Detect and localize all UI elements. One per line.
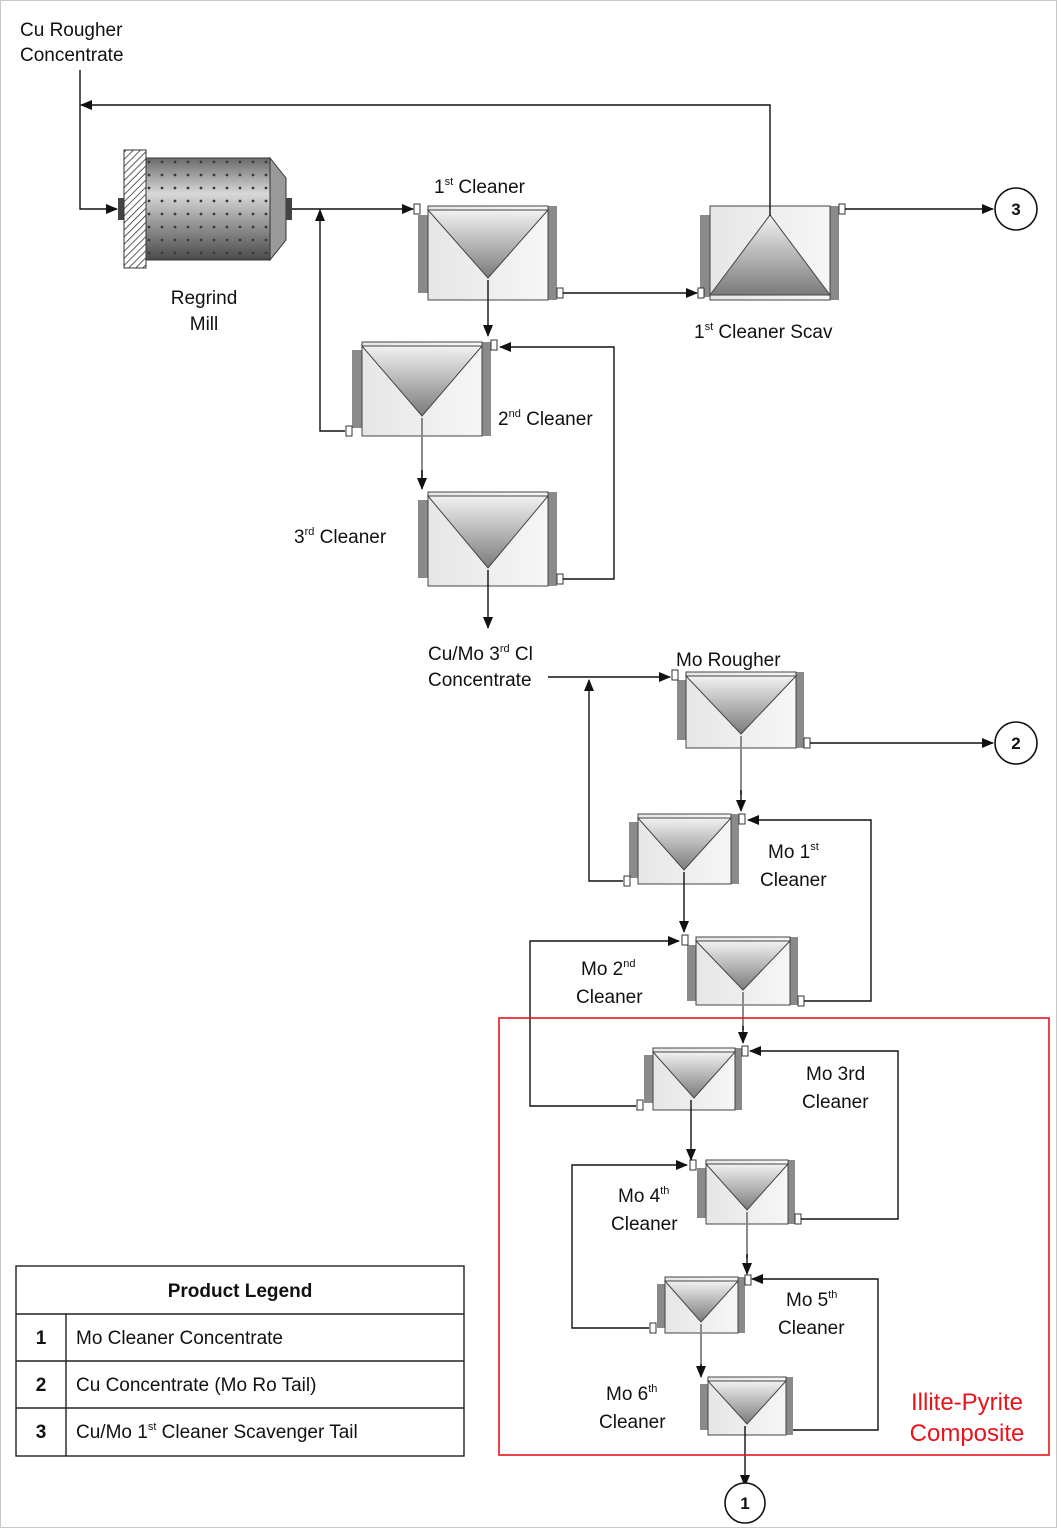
mo-cleaner-3-cell <box>636 1045 749 1111</box>
legend-row-1-num: 1 <box>36 1328 47 1349</box>
mo-cleaner-1-label-line1: Mo 1st <box>768 841 819 863</box>
flow-lines <box>79 70 994 1487</box>
cleaner-scav-cell <box>697 203 846 301</box>
composite-label-line1: Illite-Pyrite <box>911 1389 1023 1416</box>
mo-cleaner-4-cell <box>689 1159 802 1225</box>
legend-title: Product Legend <box>168 1281 313 1302</box>
mo-cleaner-4-label-line1: Mo 4th <box>618 1185 669 1207</box>
cumo-conc-label-line1: Cu/Mo 3rd Cl <box>428 643 533 665</box>
mo-cleaner-1-label-line2: Cleaner <box>760 870 827 891</box>
legend-row-2-text: Cu Concentrate (Mo Ro Tail) <box>76 1375 316 1396</box>
mo-rougher-label: Mo Rougher <box>676 650 781 671</box>
regrind-mill-label-line1: Regrind <box>171 288 238 309</box>
mo-cleaner-6-label-line2: Cleaner <box>599 1412 666 1433</box>
svg-text:2: 2 <box>1011 734 1020 753</box>
cleaner-2-label: 2nd Cleaner <box>498 408 593 430</box>
svg-text:3: 3 <box>1011 200 1020 219</box>
legend-row-1-text: Mo Cleaner Concentrate <box>76 1328 283 1349</box>
svg-text:1: 1 <box>740 1494 749 1513</box>
cleaner-1-label: 1st Cleaner <box>434 176 526 198</box>
product-marker-1: 1 <box>724 1482 766 1524</box>
product-legend: Product Legend 1 Mo Cleaner Concentrate … <box>15 1265 465 1457</box>
composite-boundary <box>498 1017 1050 1456</box>
feed-label-line1: Cu Rougher <box>20 20 123 41</box>
cumo-conc-label-line2: Concentrate <box>428 670 532 691</box>
legend-row-2-num: 2 <box>36 1375 47 1396</box>
mo-cleaner-5-label-line1: Mo 5th <box>786 1289 837 1311</box>
mo-cleaner-3-label-line1: Mo 3rd <box>806 1064 865 1085</box>
mo-cleaner-4-label-line2: Cleaner <box>611 1214 678 1235</box>
mo-cleaner-2-cell <box>681 934 805 1007</box>
cleaner-3-cell <box>418 491 564 587</box>
product-marker-2: 2 <box>994 721 1038 765</box>
mo-cleaner-2-label-line2: Cleaner <box>576 987 643 1008</box>
regrind-mill <box>118 149 292 269</box>
composite-label-line2: Composite <box>910 1420 1025 1447</box>
legend-row-3-num: 3 <box>36 1422 47 1443</box>
mo-cleaner-5-label-line2: Cleaner <box>778 1318 845 1339</box>
feed-label-line2: Concentrate <box>20 45 124 66</box>
cleaner-scav-label: 1st Cleaner Scav <box>694 321 833 343</box>
mo-cleaner-6-cell <box>700 1376 793 1436</box>
regrind-mill-label-line2: Mill <box>190 314 219 335</box>
mo-cleaner-2-label-line1: Mo 2nd <box>581 958 636 980</box>
mo-cleaner-6-label-line1: Mo 6th <box>606 1383 657 1405</box>
cleaner-3-label: 3rd Cleaner <box>294 526 387 548</box>
legend-row-3-text: Cu/Mo 1st Cleaner Scavenger Tail <box>76 1421 358 1443</box>
mo-rougher-cell <box>671 669 811 749</box>
cleaner-1-cell <box>413 203 564 301</box>
mo-cleaner-3-label-line2: Cleaner <box>802 1092 869 1113</box>
product-marker-3: 3 <box>994 187 1038 231</box>
